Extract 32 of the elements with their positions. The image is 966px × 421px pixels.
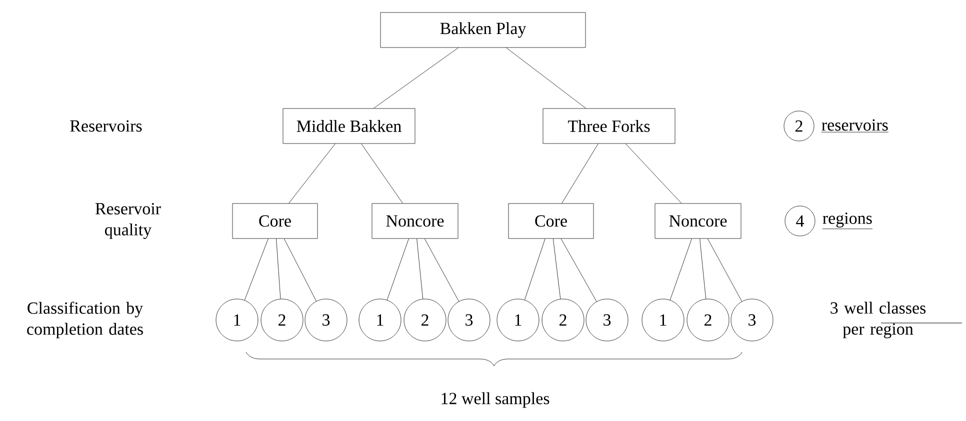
connector-line [373, 48, 459, 108]
tree-box: Noncore [654, 203, 742, 239]
connector-line [524, 238, 546, 300]
row-label: Reservoir quality [95, 203, 161, 239]
tree-box: Middle Bakken [282, 108, 416, 144]
underlined-label: regions [822, 212, 873, 230]
tree-box: Bakken Play [380, 12, 586, 48]
tree-box: Core [232, 203, 318, 239]
underlined-label: reservoirs [821, 119, 889, 132]
connector-line [670, 238, 692, 300]
connector-line [276, 238, 281, 300]
tree-box: Three Forks [542, 108, 676, 144]
row-label: Classification by completion dates [27, 302, 144, 338]
connector-line [424, 238, 460, 302]
row-label: Reservoirs [70, 120, 142, 132]
connector-line [244, 238, 268, 300]
connector-line [707, 238, 742, 302]
connector-line [506, 48, 586, 108]
connector-line [416, 238, 424, 300]
connector-line [284, 238, 316, 302]
tree-box: Noncore [372, 203, 458, 239]
connector-line [700, 238, 706, 300]
connector-line [288, 144, 336, 204]
connector-line [562, 144, 598, 204]
row-label: 12 well samples [442, 392, 550, 408]
connector-line [386, 238, 409, 300]
connector-line [625, 144, 682, 204]
connector-line [552, 238, 561, 300]
tree-box: Core [508, 203, 594, 239]
connector-line [361, 144, 403, 204]
row-label: 3 well classes per region [830, 302, 926, 338]
connector-line [560, 238, 597, 302]
